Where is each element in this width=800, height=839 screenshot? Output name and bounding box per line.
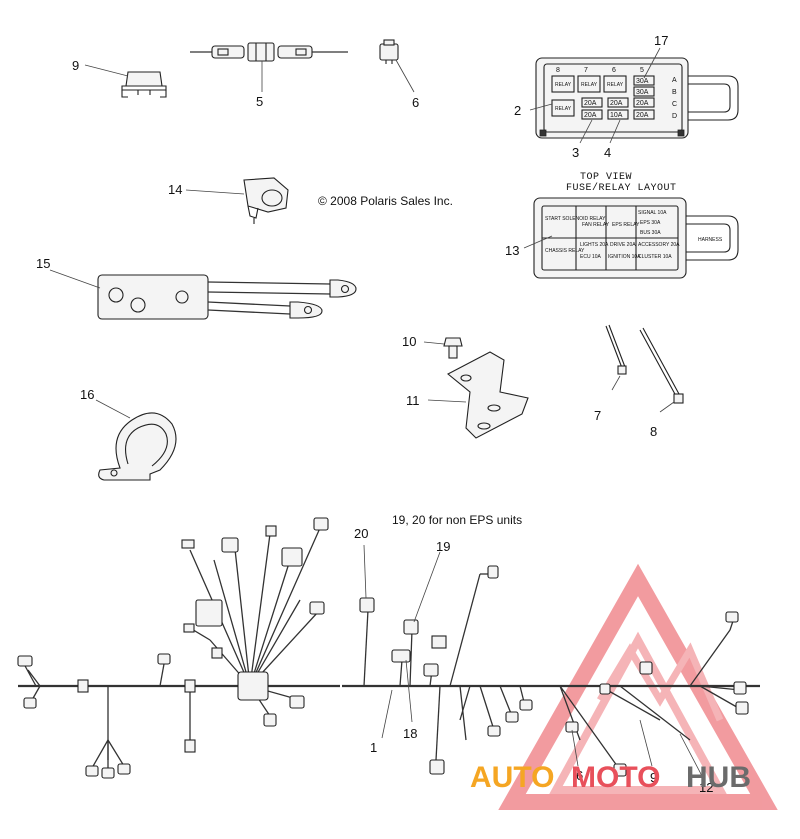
svg-text:HARNESS: HARNESS xyxy=(698,237,723,243)
part-7-cable-tie: 7 xyxy=(594,324,627,423)
watermark-hub: HUB xyxy=(686,761,751,794)
svg-text:DRIVE 20A: DRIVE 20A xyxy=(610,242,636,248)
svg-text:START SOLENOID RELAY: START SOLENOID RELAY xyxy=(545,216,606,222)
watermark-logo xyxy=(498,563,778,810)
part-10-bolt: 10 xyxy=(402,334,463,359)
callout-9b: 9 xyxy=(650,770,657,785)
svg-text:B: B xyxy=(672,89,677,96)
part-6-connector: 6 xyxy=(379,39,419,110)
svg-text:6: 6 xyxy=(612,67,616,74)
svg-text:30A: 30A xyxy=(636,78,649,85)
svg-text:C: C xyxy=(672,101,677,108)
svg-text:ACCESSORY 20A: ACCESSORY 20A xyxy=(638,242,680,248)
part-5-inline-fuse-holder: 5 xyxy=(190,42,348,109)
svg-text:A: A xyxy=(672,77,677,84)
part-14-sensor: 14 xyxy=(168,177,289,224)
svg-text:D: D xyxy=(672,113,677,120)
callout-8: 8 xyxy=(650,424,657,439)
svg-text:EPS RELAY: EPS RELAY xyxy=(612,222,640,228)
svg-text:RELAY: RELAY xyxy=(555,106,572,112)
left-wire-harness xyxy=(17,517,340,779)
svg-text:30A: 30A xyxy=(636,89,649,96)
copyright-text: © 2008 Polaris Sales Inc. xyxy=(318,194,453,208)
callout-16: 16 xyxy=(80,387,94,402)
svg-text:CLUSTER 10A: CLUSTER 10A xyxy=(638,254,672,260)
watermark-text: AUTO MOTO HUB xyxy=(470,761,751,794)
watermark-moto: MOTO xyxy=(571,761,660,794)
svg-text:EPS 30A: EPS 30A xyxy=(640,220,661,226)
main-wire-harness: 1 20 19 18 6 9 12 xyxy=(342,526,760,795)
svg-text:FAN RELAY: FAN RELAY xyxy=(582,222,610,228)
callout-13: 13 xyxy=(505,243,519,258)
callout-10: 10 xyxy=(402,334,416,349)
callout-17: 17 xyxy=(654,33,668,48)
callout-19: 19 xyxy=(436,539,450,554)
callout-6b: 6 xyxy=(576,768,583,783)
layout-title-line1: TOP VIEW xyxy=(580,172,632,183)
callout-12: 12 xyxy=(699,780,713,795)
svg-text:RELAY: RELAY xyxy=(581,82,598,88)
svg-text:CHASSIS RELAY: CHASSIS RELAY xyxy=(545,248,585,254)
svg-text:RELAY: RELAY xyxy=(555,82,572,88)
callout-9: 9 xyxy=(72,58,79,73)
svg-text:SIGNAL 10A: SIGNAL 10A xyxy=(638,210,667,216)
callout-7: 7 xyxy=(594,408,601,423)
svg-text:RELAY: RELAY xyxy=(607,82,624,88)
svg-text:10A: 10A xyxy=(610,112,623,119)
svg-text:ECU 10A: ECU 10A xyxy=(580,254,602,260)
part-11-bracket: 11 xyxy=(406,351,529,439)
callout-5: 5 xyxy=(256,94,263,109)
callout-3: 3 xyxy=(572,145,579,160)
part-15-battery-cable: 15 xyxy=(36,256,357,320)
callout-4: 4 xyxy=(604,145,611,160)
part-8-cable-tie: 8 xyxy=(639,327,684,439)
fuse-box-top: 8 7 6 5 RELAY RELAY RELAY RELAY 30A 30A … xyxy=(514,33,739,160)
svg-text:20A: 20A xyxy=(610,100,623,107)
callout-18: 18 xyxy=(403,726,417,741)
svg-text:20A: 20A xyxy=(584,112,597,119)
svg-text:LIGHTS 20A: LIGHTS 20A xyxy=(580,242,609,248)
svg-text:5: 5 xyxy=(640,67,644,74)
layout-title-line2: FUSE/RELAY LAYOUT xyxy=(566,182,677,194)
part-9-relay: 9 xyxy=(72,58,167,98)
callout-20: 20 xyxy=(354,526,368,541)
watermark-auto: AUTO xyxy=(470,761,554,794)
fuse-relay-layout: TOP VIEW FUSE/RELAY LAYOUT START SOLENOI… xyxy=(505,172,739,279)
svg-text:7: 7 xyxy=(584,67,588,74)
callout-11: 11 xyxy=(406,393,420,408)
callout-14: 14 xyxy=(168,182,182,197)
svg-text:20A: 20A xyxy=(636,112,649,119)
part-16-clamp: 16 xyxy=(80,387,177,481)
callout-1: 1 xyxy=(370,740,377,755)
svg-text:8: 8 xyxy=(556,67,560,74)
callout-6: 6 xyxy=(412,95,419,110)
eps-note: 19, 20 for non EPS units xyxy=(392,513,522,527)
svg-text:20A: 20A xyxy=(584,100,597,107)
svg-text:20A: 20A xyxy=(636,100,649,107)
svg-text:BUS 30A: BUS 30A xyxy=(640,230,661,236)
svg-text:IGNITION 10A: IGNITION 10A xyxy=(608,254,641,260)
callout-2: 2 xyxy=(514,103,521,118)
callout-15: 15 xyxy=(36,256,50,271)
